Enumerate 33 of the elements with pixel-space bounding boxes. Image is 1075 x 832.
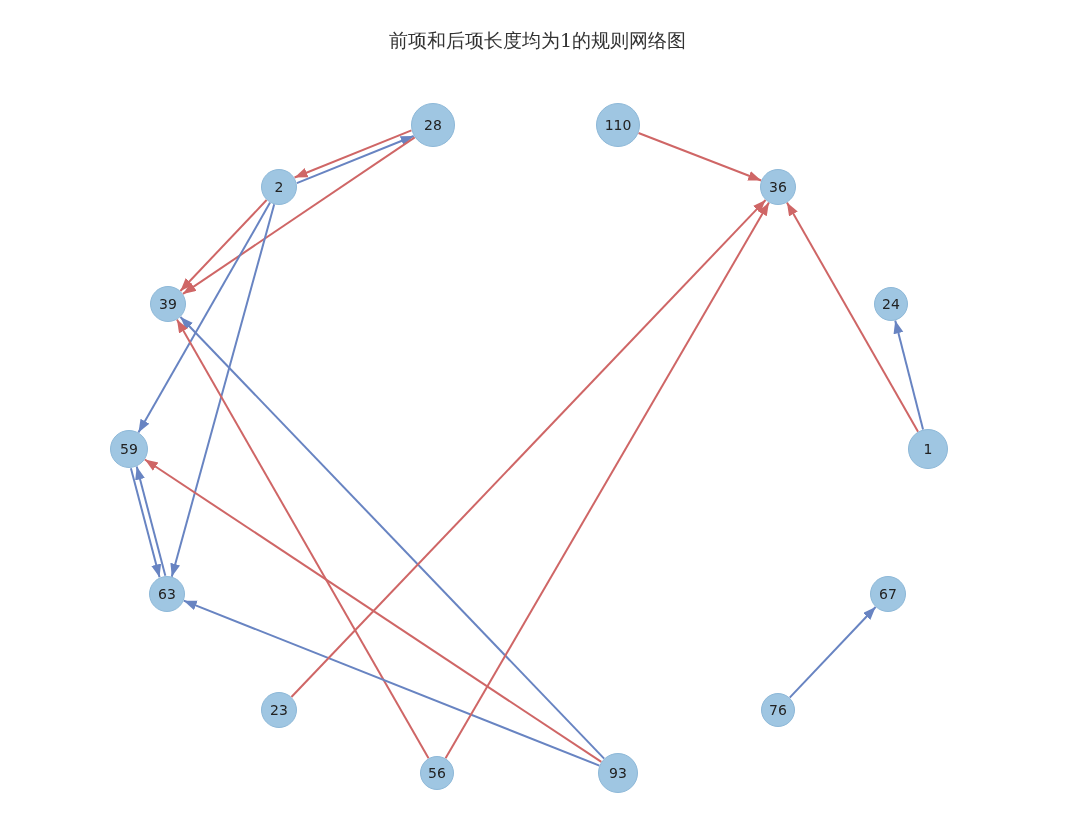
node-circle: 2: [261, 169, 297, 205]
arrow: [135, 465, 167, 577]
arrow: [295, 135, 415, 185]
arrow: [290, 199, 767, 698]
node-circle: 110: [596, 103, 640, 147]
node-circle: 93: [598, 753, 638, 793]
node-circle: 23: [261, 692, 297, 728]
node-circle: 67: [870, 576, 906, 612]
arrow: [181, 136, 416, 295]
arrow: [170, 203, 276, 578]
node-circle: 56: [420, 756, 454, 790]
arrow: [788, 606, 877, 699]
arrow: [293, 129, 413, 179]
node-circle: 1: [908, 429, 948, 469]
arrow: [785, 201, 920, 433]
arrow: [893, 319, 925, 431]
node-circle: 24: [874, 287, 908, 321]
arrow: [129, 467, 162, 579]
arrow: [143, 458, 603, 763]
arrow: [179, 316, 606, 760]
node-circle: 76: [761, 693, 795, 727]
chart-title: 前项和后项长度均为1的规则网络图: [388, 29, 687, 51]
arrow: [444, 201, 770, 760]
node-circle: 28: [411, 103, 455, 147]
arrow: [182, 599, 601, 767]
arrow: [137, 201, 272, 434]
node-circle: 36: [760, 169, 796, 205]
node-circle: 59: [110, 430, 148, 468]
node-circle: 39: [150, 286, 186, 322]
node-circle: 63: [149, 576, 185, 612]
arrow: [175, 318, 430, 760]
arrow: [179, 199, 268, 292]
arrow: [637, 131, 763, 182]
